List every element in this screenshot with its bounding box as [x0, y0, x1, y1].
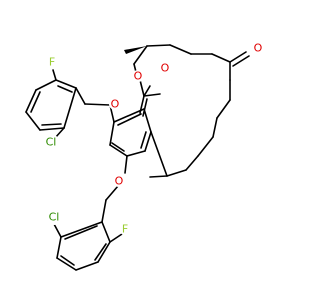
bonds: [25, 44, 250, 271]
bond: [63, 87, 77, 129]
lactone-ring-oxygen-label: O: [134, 70, 143, 83]
bond: [57, 85, 73, 93]
bond: [60, 221, 103, 238]
bond: [30, 91, 41, 113]
bond: [75, 261, 99, 271]
bond: [185, 155, 199, 171]
ketone-oxygen-label: O: [254, 42, 263, 55]
bond: [216, 99, 231, 119]
bond: [166, 169, 187, 177]
bond: [55, 79, 77, 89]
atom-label-fluorine-top: F: [46, 56, 58, 69]
bond: [133, 45, 148, 65]
bond: [94, 243, 107, 261]
bond: [124, 155, 128, 174]
bond: [56, 257, 77, 271]
bond: [149, 175, 168, 178]
bond: [41, 123, 62, 126]
atom-label-chlorine-top: Cl: [43, 134, 59, 150]
fluorine-top-label: F: [49, 56, 55, 69]
atom-label-ketone-oxygen: O: [252, 42, 264, 55]
bond: [111, 142, 125, 152]
bond: [150, 131, 168, 177]
bond: [60, 255, 75, 266]
bond: [105, 185, 119, 201]
bond: [144, 131, 152, 152]
bond: [101, 199, 107, 223]
bond: [140, 131, 147, 149]
bond: [109, 121, 115, 146]
ether-oxygen-bottom-label: O: [115, 175, 124, 188]
atom-label-lactone-carbonyl-oxygen: O: [159, 62, 171, 75]
bond: [229, 51, 247, 63]
structure-svg: O O O F O Cl O Cl: [25, 42, 264, 271]
fluorine-bottom-label: F: [122, 223, 128, 236]
bond: [75, 87, 86, 105]
ether-oxygen-top-label: O: [111, 98, 120, 111]
bond: [232, 55, 250, 67]
bond: [25, 89, 37, 113]
bond: [64, 225, 98, 240]
molecule-diagram: O O O F O Cl O Cl: [25, 42, 264, 271]
atom-label-lactone-ring-oxygen: O: [132, 70, 144, 83]
chlorine-bottom-label: Cl: [49, 211, 60, 224]
atom-label-chlorine-bottom: Cl: [46, 209, 62, 225]
bond: [169, 44, 192, 55]
bond: [126, 150, 146, 157]
bond: [197, 136, 214, 157]
bond: [143, 93, 161, 97]
bond: [143, 85, 151, 97]
bond: [146, 44, 171, 47]
bond: [139, 79, 145, 97]
atom-label-ether-oxygen-bottom: O: [113, 175, 125, 188]
bond: [35, 79, 57, 91]
atom-label-ether-oxygen-top: O: [109, 98, 121, 111]
bond: [25, 111, 41, 131]
lactone-carbonyl-oxygen-label: O: [161, 62, 170, 75]
atom-label-fluorine-bottom: F: [119, 223, 131, 236]
bond: [101, 221, 111, 243]
bond: [39, 127, 65, 131]
bond: [142, 98, 148, 117]
bond: [52, 69, 57, 81]
bond: [212, 117, 218, 138]
bond: [109, 233, 123, 243]
chlorine-top-label: Cl: [46, 136, 57, 149]
bond: [113, 108, 145, 123]
bond: [211, 53, 231, 63]
bond: [117, 113, 142, 126]
bond: [109, 144, 128, 157]
atom-labels: O O O F O Cl O Cl: [43, 42, 264, 236]
bond: [84, 103, 111, 106]
bond: [56, 236, 62, 259]
bond: [53, 223, 62, 238]
bond: [143, 108, 152, 133]
methyl-wedge: [124, 46, 147, 54]
bond: [97, 241, 111, 263]
